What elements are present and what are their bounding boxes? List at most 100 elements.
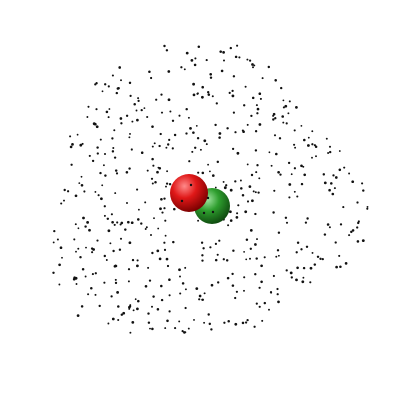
particle-dot: [58, 263, 61, 267]
particle-dot: [169, 110, 172, 113]
particle-dot: [276, 287, 279, 291]
particle-dot: [296, 241, 300, 244]
particle-dot: [134, 298, 137, 301]
particle-dot: [246, 163, 249, 166]
particle-dot: [268, 308, 270, 311]
particle-dot: [114, 281, 118, 285]
particle-dot: [114, 169, 118, 172]
particle-dot: [210, 328, 213, 331]
particle-dot: [205, 143, 208, 146]
particle-dot: [234, 55, 238, 59]
particle-dot: [285, 269, 288, 272]
particle-dot: [201, 95, 204, 99]
particle-dot: [242, 130, 245, 133]
particle-dot: [184, 288, 187, 291]
particle-dot: [366, 207, 369, 210]
particle-dot: [101, 184, 104, 187]
particle-dot: [183, 68, 186, 71]
particle-dot: [281, 115, 285, 118]
particle-dots: [52, 44, 369, 334]
particle-dot: [187, 327, 190, 330]
particle-dot: [159, 207, 162, 211]
particle-dot: [111, 220, 114, 224]
particle-dot: [178, 320, 181, 323]
particle-dot: [128, 167, 131, 170]
particle-dot: [86, 116, 89, 118]
particle-dot: [165, 49, 169, 52]
particle-dot: [160, 93, 163, 96]
particle-dot: [277, 170, 280, 174]
particle-dot: [307, 136, 310, 139]
particle-dot: [178, 114, 181, 117]
particle-dot: [140, 151, 144, 154]
particle-dot: [256, 164, 259, 167]
particle-dot: [333, 187, 336, 190]
particle-dot: [249, 257, 251, 260]
particle-dot: [244, 321, 248, 324]
particle-dot: [256, 107, 260, 111]
particle-dot: [309, 281, 312, 284]
particle-dot: [323, 233, 327, 236]
particle-dot: [158, 144, 161, 148]
particle-dot: [202, 247, 205, 250]
particle-dot: [222, 180, 225, 183]
particle-dot: [156, 308, 160, 311]
particle-dot: [357, 220, 360, 223]
particle-dot: [151, 145, 154, 148]
particle-dot: [92, 248, 95, 251]
particle-dot: [107, 85, 110, 88]
particle-dot: [210, 283, 214, 287]
particle-dot: [157, 227, 160, 230]
particle-dot: [208, 170, 211, 173]
particle-dot: [282, 121, 285, 124]
particle-dot: [287, 112, 290, 115]
particle-dot: [235, 290, 238, 293]
particle-dot: [208, 322, 212, 326]
particle-dot: [116, 291, 119, 294]
particle-dot: [243, 276, 246, 279]
particle-dot: [226, 276, 230, 280]
particle-dot: [166, 319, 169, 323]
particle-dot: [127, 280, 130, 283]
particle-dot: [244, 210, 248, 214]
particle-dot: [296, 266, 299, 270]
particle-dot: [98, 304, 101, 308]
particle-dot: [220, 69, 224, 73]
particle-dot: [153, 217, 155, 220]
particle-dot: [249, 247, 252, 250]
particle-dot: [151, 157, 154, 161]
particle-dot: [63, 199, 65, 202]
particle-dot: [164, 219, 167, 222]
particle-dot: [243, 289, 245, 292]
particle-dot: [140, 108, 143, 112]
particle-dot: [207, 313, 210, 316]
particle-dot: [254, 130, 258, 133]
particle-dot: [293, 143, 296, 146]
particle-dot: [185, 132, 188, 135]
particle-dot: [254, 273, 257, 276]
particle-dot: [171, 147, 174, 150]
particle-dot: [211, 174, 215, 177]
particle-dot: [228, 91, 231, 95]
particle-dot: [218, 239, 221, 242]
particle-dot: [136, 307, 139, 311]
particle-dot: [120, 122, 123, 125]
particle-dot: [319, 257, 322, 260]
particle-dot: [193, 63, 197, 67]
particle-dot: [143, 107, 146, 110]
particle-dot: [80, 305, 84, 308]
particle-dot: [272, 274, 275, 278]
particle-dot: [300, 164, 303, 168]
particle-dot: [238, 56, 241, 59]
particle-dot: [94, 293, 97, 296]
particle-dot: [160, 298, 164, 302]
particle-dot: [338, 254, 341, 257]
particle-dot: [268, 151, 271, 154]
particle-dot: [165, 257, 169, 261]
particle-dot: [160, 284, 163, 288]
particle-dot: [309, 266, 313, 270]
surface-dot: [180, 199, 184, 203]
particle-dot: [338, 150, 341, 152]
particle-dot: [339, 265, 342, 269]
particle-dot: [178, 268, 181, 272]
